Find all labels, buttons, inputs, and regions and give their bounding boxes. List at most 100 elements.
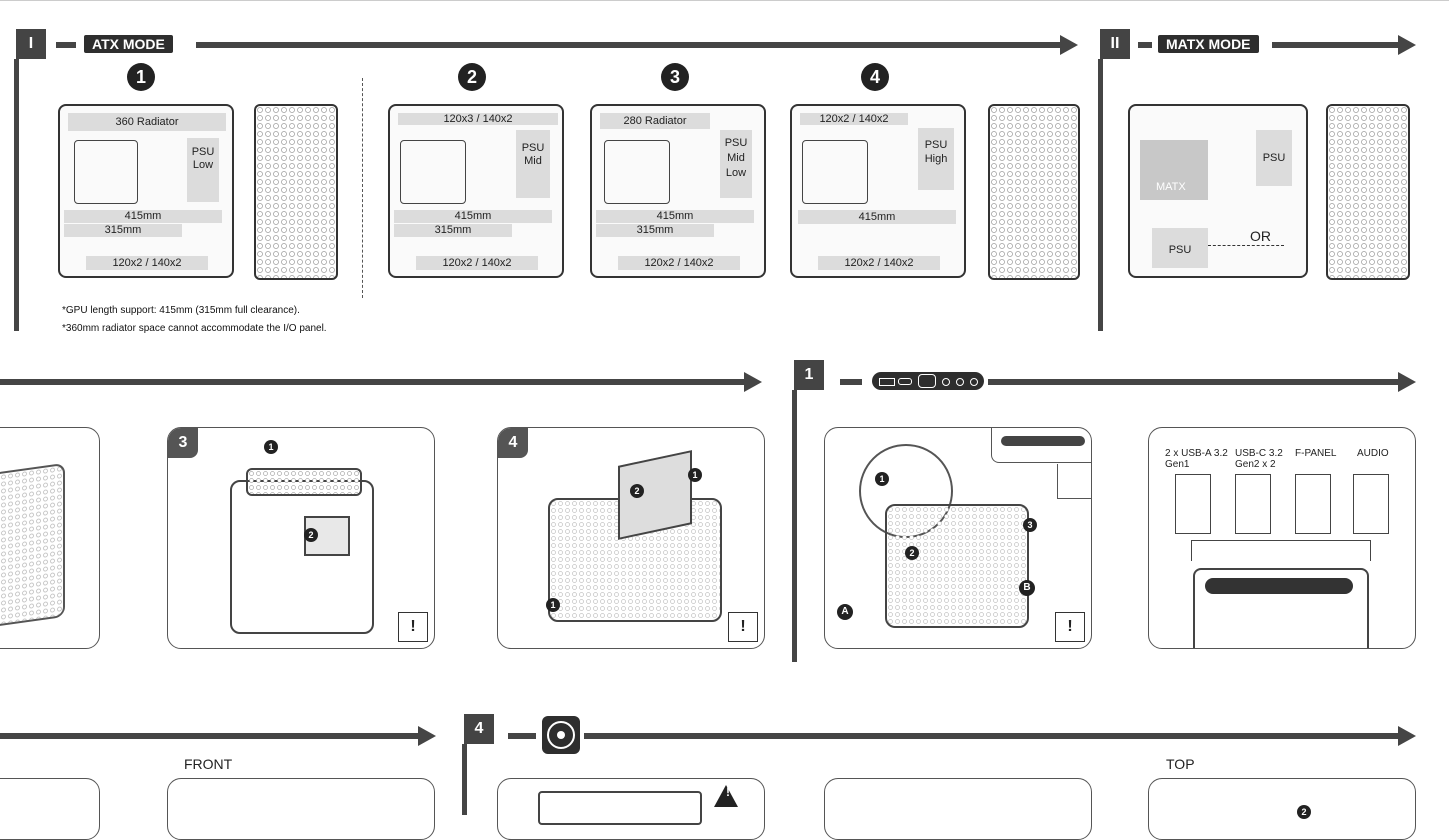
note-gpu-length: *GPU length support: 415mm (315mm full c… <box>62 305 300 316</box>
config-4-top-label: 120x2 / 140x2 <box>800 113 908 125</box>
section-ii-bar <box>1098 59 1103 331</box>
middle-left-arrow <box>0 379 744 385</box>
io-install-panel: 1 2 3 A B ! <box>824 427 1092 649</box>
panel-4-callout-2: 2 <box>630 484 644 498</box>
usb-c-icon <box>898 378 912 385</box>
fan-arrow <box>584 733 1398 739</box>
fan-section-bar <box>462 744 467 815</box>
io-case-body <box>885 504 1029 628</box>
config-2-gpu-long: 415mm <box>394 210 552 223</box>
config-1-bottom-label: 120x2 / 140x2 <box>86 256 208 270</box>
io-callout-3: 3 <box>1023 518 1037 532</box>
fan-blade-ring <box>547 721 575 749</box>
config-4-psu-l1: PSU <box>924 139 948 151</box>
panel-4-number: 4 <box>498 428 528 458</box>
connector-case-front <box>1193 568 1369 648</box>
front-label: FRONT <box>184 756 233 772</box>
led-dot-icon <box>942 378 950 386</box>
fan-panel-1: ! <box>497 778 765 840</box>
section-ii-arrow-head <box>1398 35 1416 55</box>
connector-audio-label: AUDIO <box>1357 448 1389 459</box>
io-strip-inset <box>991 428 1091 463</box>
io-strip-drawing <box>1001 436 1085 446</box>
matx-or-line <box>1208 245 1284 246</box>
config-1-psu-l2: Low <box>192 159 214 171</box>
panel-4-side-panel <box>618 450 692 540</box>
connector-wiring <box>1191 540 1371 561</box>
matx-mode-label: MATX MODE <box>1158 35 1259 53</box>
fan-hub <box>557 731 565 739</box>
fan-icon <box>542 716 580 754</box>
section-i-tag: I <box>16 29 46 59</box>
panel-3: 3 1 2 ! <box>167 427 435 649</box>
io-arrow <box>988 379 1398 385</box>
fan-panel-2 <box>824 778 1092 840</box>
fpanel-connector-box <box>1295 474 1331 534</box>
panel-3-psu-bracket <box>304 516 350 556</box>
io-callout-b: B <box>1019 580 1035 596</box>
panel-4-callout-1: 1 <box>688 468 702 482</box>
warning-icon: ! <box>714 785 738 807</box>
panel-4-callout-1b: 1 <box>546 598 560 612</box>
config-2-gpu-short: 315mm <box>394 224 512 237</box>
config-1-top-label: 360 Radiator <box>68 113 226 131</box>
panel-3-top-mesh <box>246 468 362 496</box>
fan-arrow-head <box>1398 726 1416 746</box>
usb-a-l1: 2 x USB-A 3.2 <box>1165 448 1228 459</box>
fan-panel-1-bracket <box>538 791 702 825</box>
io-arrow-head <box>1398 372 1416 392</box>
audio-connector-box <box>1353 474 1389 534</box>
section-i-bar <box>14 59 19 331</box>
audio-jack-icon <box>956 378 964 386</box>
section-i-arrow-head <box>1060 35 1078 55</box>
screw-icon-box <box>1057 464 1091 499</box>
panel-3-case-body <box>230 480 374 634</box>
matx-psu-top: PSU <box>1256 130 1292 186</box>
config-1-psu-l1: PSU <box>191 146 215 158</box>
panel-3-callout-1: 1 <box>264 440 278 454</box>
config-3-board <box>604 140 670 204</box>
front-panel <box>167 778 435 840</box>
config-1-board <box>74 140 138 204</box>
config-3-top-label: 280 Radiator <box>600 113 710 129</box>
bottom-panel-partial <box>0 778 100 840</box>
note-radiator: *360mm radiator space cannot accommodate… <box>62 323 327 334</box>
config-2-psu-l2: Mid <box>524 155 542 167</box>
panel-4-screwdriver-icon: ! <box>728 612 758 642</box>
section-ii-tag: II <box>1100 29 1130 59</box>
usb-a-l2: Gen1 <box>1165 459 1190 470</box>
top-label: TOP <box>1166 756 1195 772</box>
bottom-left-arrow <box>0 733 418 739</box>
step-1-circle: 1 <box>127 63 155 91</box>
matx-or-text: OR <box>1250 228 1271 244</box>
usb-c-l1: USB-C 3.2 <box>1235 448 1283 459</box>
step-3-circle: 3 <box>661 63 689 91</box>
config-3-psu-l2: Mid <box>727 152 745 164</box>
top-panel-callout-2: 2 <box>1297 805 1311 819</box>
config-1-gpu-long: 415mm <box>64 210 222 223</box>
config-3-gpu-long: 415mm <box>596 210 754 223</box>
section-ii-arrow <box>1272 42 1398 48</box>
io-screwdriver-icon: ! <box>1055 612 1085 642</box>
io-section-bar <box>792 390 797 662</box>
section-i-arrow <box>196 42 1060 48</box>
connector-io-bar <box>1205 578 1353 594</box>
step-4-circle: 4 <box>861 63 889 91</box>
top-panel: 2 <box>1148 778 1416 840</box>
matx-board: MATX <box>1140 140 1208 200</box>
panel-2-partial <box>0 427 100 649</box>
panel-3-number: 3 <box>168 428 198 458</box>
panel-3-callout-2: 2 <box>304 528 318 542</box>
section-ii-arrow-left <box>1138 42 1152 48</box>
atx-mode-label: ATX MODE <box>84 35 173 53</box>
usb-c-connector-box <box>1235 474 1271 534</box>
config-4-gpu-long: 415mm <box>798 210 956 224</box>
fan-section-tag: 4 <box>464 714 494 744</box>
top-divider <box>0 0 1449 1</box>
fan-arrow-left <box>508 733 536 739</box>
